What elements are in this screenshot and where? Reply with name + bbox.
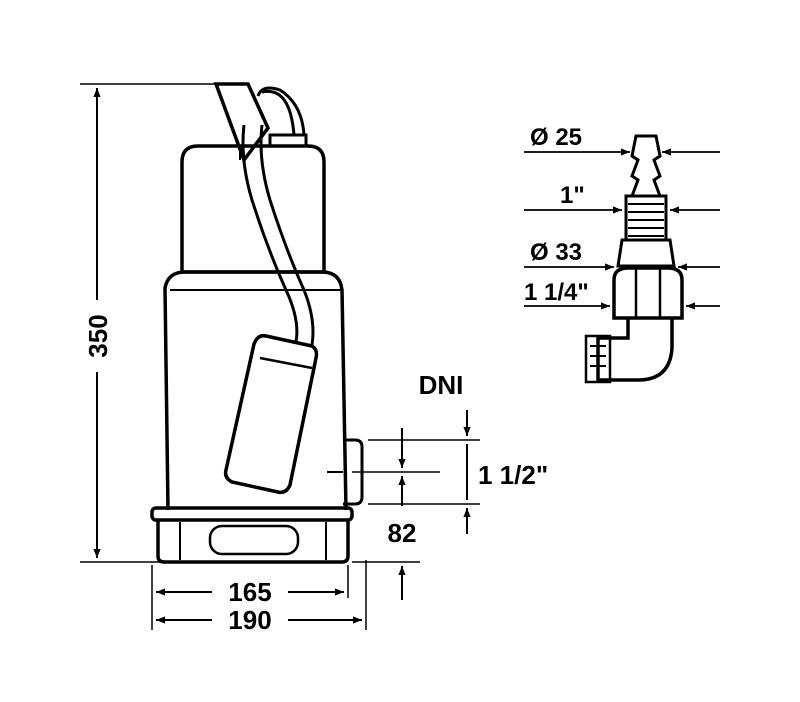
height-label: 350 — [83, 314, 113, 357]
thread-large-label: 1 1/4" — [524, 279, 589, 306]
base-width-inner-label: 165 — [228, 577, 271, 607]
height-dimension: 350 — [80, 83, 218, 563]
base-width-dimensions: 165 190 — [151, 560, 367, 635]
outlet-label: DNI — [419, 370, 464, 400]
fitting-dimensions: Ø 25 1" Ø 33 1 1/4" — [524, 124, 720, 310]
pump-body — [150, 82, 364, 564]
collar-diameter-label: Ø 33 — [530, 239, 582, 266]
hose-fitting — [584, 134, 684, 384]
thread-small-label: 1" — [560, 182, 585, 209]
outlet-height-label: 82 — [388, 518, 417, 548]
hose-diameter-label: Ø 25 — [530, 124, 582, 151]
outlet-size-dimension: DNI 1 1/2" — [368, 370, 548, 534]
base-width-outer-label: 190 — [228, 605, 271, 635]
outlet-size-label: 1 1/2" — [478, 460, 548, 490]
outlet-height-dimension: 82 — [352, 428, 440, 600]
